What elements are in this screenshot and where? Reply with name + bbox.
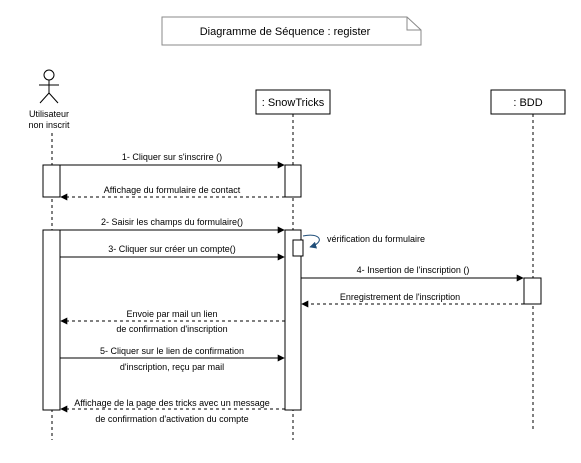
participant-snowtricks-box <box>255 89 331 115</box>
activation-snowtricks-self <box>292 239 304 257</box>
message-label-4: 4- Insertion de l'inscription () <box>357 265 470 275</box>
return-mail-label-line1: Envoie par mail un lien <box>126 309 217 319</box>
actor-user <box>39 69 59 104</box>
actor-label-line1: Utilisateur <box>29 109 69 119</box>
actor-leg-left <box>39 92 50 104</box>
participant-bdd-label: : BDD <box>513 97 542 109</box>
return-final-label-line2: de confirmation d'activation du compte <box>95 414 248 424</box>
message-label-5-line1: 5- Cliquer sur le lien de confirmation <box>100 346 244 356</box>
actor-head <box>43 69 55 81</box>
actor-label-line2: non inscrit <box>28 120 70 130</box>
activation-bdd <box>523 277 542 305</box>
message-label-5-line2: d'inscription, reçu par mail <box>120 362 224 372</box>
return-mail-label-line2: de confirmation d'inscription <box>116 324 227 334</box>
self-message-label: vérification du formulaire <box>327 234 425 244</box>
participant-snowtricks-label: : SnowTricks <box>262 97 325 109</box>
activation-snowtricks-2 <box>284 229 302 411</box>
activation-user-1 <box>42 164 61 198</box>
diagram-title: Diagramme de Séquence : register <box>200 26 371 38</box>
message-label-2: 2- Saisir les champs du formulaire() <box>101 217 243 227</box>
title-box: Diagramme de Séquence : register <box>161 16 422 46</box>
activation-user-2 <box>42 229 61 411</box>
self-message-arrow <box>302 234 320 249</box>
return-final-label-line1: Affichage de la page des tricks avec un … <box>74 398 269 408</box>
participant-bdd-box <box>490 89 566 115</box>
actor-leg-right <box>48 92 59 104</box>
return-label-1: Affichage du formulaire de contact <box>104 185 241 195</box>
activation-snowtricks-1 <box>284 164 302 198</box>
message-label-3: 3- Cliquer sur créer un compte() <box>108 244 236 254</box>
message-label-1: 1- Cliquer sur s'inscrire () <box>122 152 222 162</box>
return-label-4: Enregistrement de l'inscription <box>340 292 460 302</box>
